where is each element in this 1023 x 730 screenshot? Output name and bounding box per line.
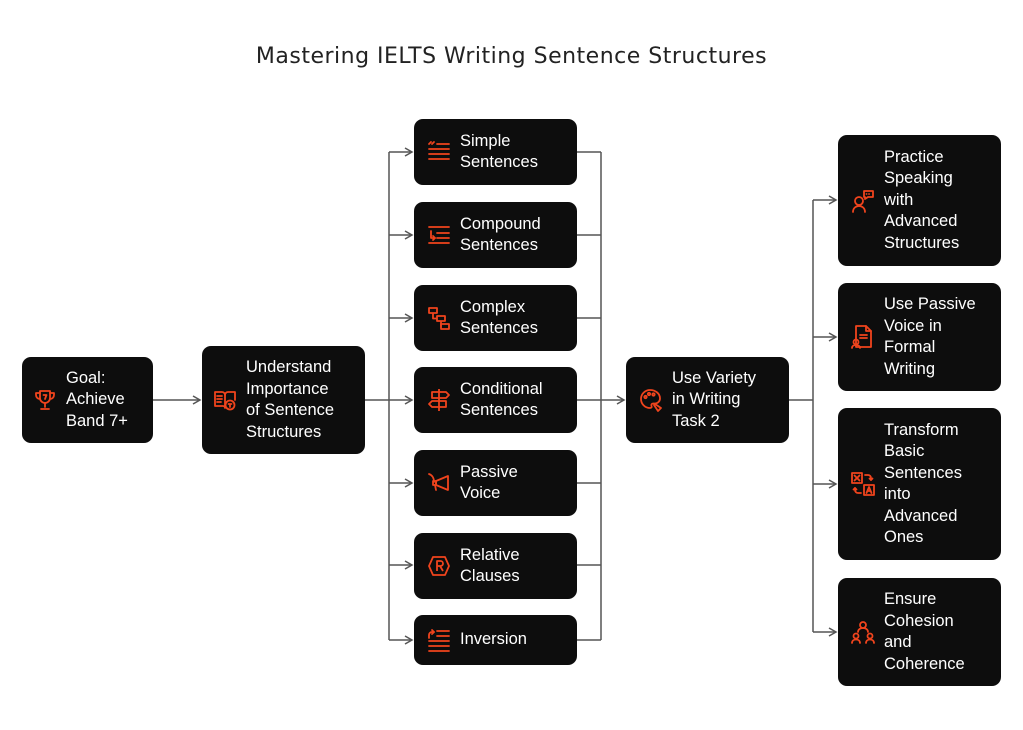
- megaphone-icon: [426, 470, 452, 496]
- node-transform-sentences-label: Transform Basic Sentences into Advanced …: [884, 420, 962, 547]
- node-goal-label: Goal: Achieve Band 7+: [66, 368, 128, 430]
- node-transform-sentences: Transform Basic Sentences into Advanced …: [838, 408, 1001, 560]
- document-user-icon: [850, 324, 876, 350]
- book-icon: [212, 387, 238, 413]
- node-complex-sentences: Complex Sentences: [414, 285, 577, 351]
- node-ensure-cohesion: Ensure Cohesion and Coherence: [838, 578, 1001, 686]
- node-practice-speaking: Practice Speaking with Advanced Structur…: [838, 135, 1001, 266]
- list-redo-icon: [426, 627, 452, 653]
- node-complex-sentences-label: Complex Sentences: [460, 297, 538, 338]
- r-badge-icon: [426, 553, 452, 579]
- node-compound-sentences: Compound Sentences: [414, 202, 577, 268]
- node-simple-sentences: Simple Sentences: [414, 119, 577, 185]
- node-relative-clauses: Relative Clauses: [414, 533, 577, 599]
- team-icon: [850, 619, 876, 645]
- node-inversion-label: Inversion: [460, 630, 527, 649]
- node-passive-voice: Passive Voice: [414, 450, 577, 516]
- node-use-variety: Use Variety in Writing Task 2: [626, 357, 789, 443]
- node-conditional-sentences: Conditional Sentences: [414, 367, 577, 433]
- node-conditional-sentences-label: Conditional Sentences: [460, 379, 543, 420]
- node-simple-sentences-label: Simple Sentences: [460, 131, 538, 172]
- node-use-passive-voice: Use Passive Voice in Formal Writing: [838, 283, 1001, 391]
- node-understand-label: Understand Importance of Sentence Struct…: [246, 358, 335, 441]
- hierarchy-icon: [426, 305, 452, 331]
- node-relative-clauses-label: Relative Clauses: [460, 545, 520, 586]
- quote-list-icon: [426, 139, 452, 165]
- diagram-title: Mastering IELTS Writing Sentence Structu…: [255, 44, 768, 69]
- node-goal: Goal: Achieve Band 7+: [22, 357, 153, 443]
- node-inversion: Inversion: [414, 615, 577, 665]
- node-compound-sentences-label: Compound Sentences: [460, 214, 541, 255]
- node-use-variety-label: Use Variety in Writing Task 2: [672, 368, 757, 430]
- node-understand: Understand Importance of Sentence Struct…: [202, 346, 365, 454]
- node-practice-speaking-label: Practice Speaking with Advanced Structur…: [884, 147, 960, 252]
- translate-icon: [850, 471, 876, 497]
- palette-icon: [638, 387, 664, 413]
- speaking-person-icon: [850, 188, 876, 214]
- node-ensure-cohesion-label: Ensure Cohesion and Coherence: [884, 590, 965, 673]
- signpost-icon: [426, 387, 452, 413]
- list-arrow-icon: [426, 222, 452, 248]
- node-passive-voice-label: Passive Voice: [460, 462, 518, 503]
- node-use-passive-voice-label: Use Passive Voice in Formal Writing: [884, 295, 976, 378]
- trophy-icon: [32, 387, 58, 413]
